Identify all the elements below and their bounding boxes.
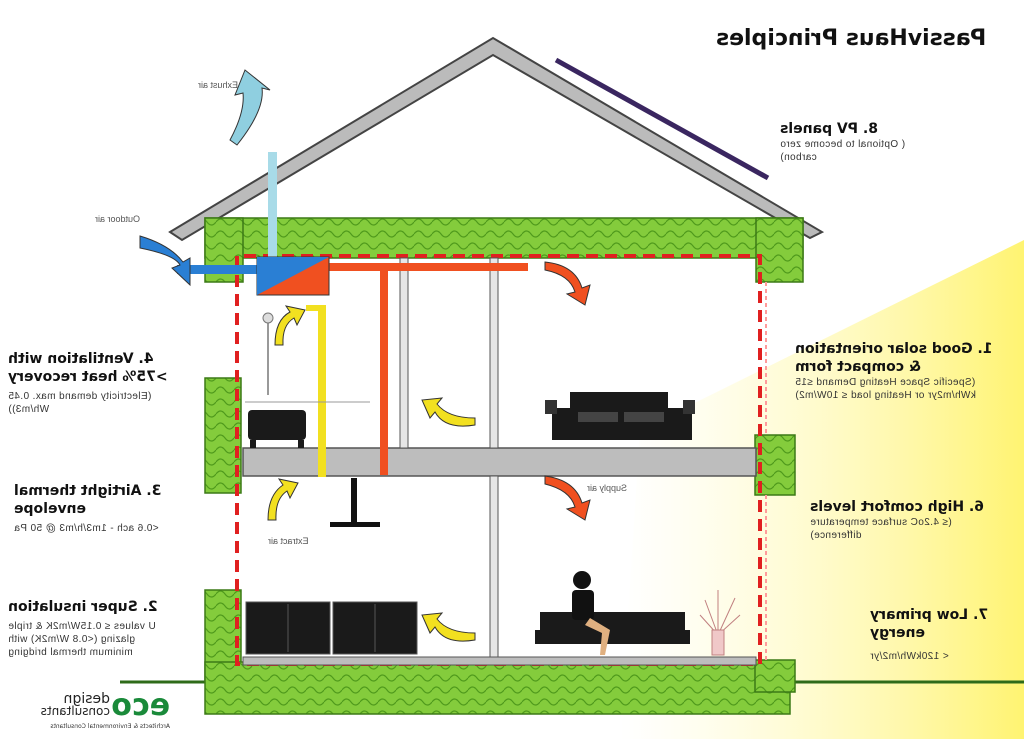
exhaust-air-label: Exhust air [198, 80, 239, 90]
principle-6: 6. High comfort levels (≤ 4.2oC surface … [810, 498, 1000, 542]
interior-columns [399, 257, 499, 658]
logo-eco: eco [111, 688, 170, 723]
bed [545, 392, 695, 440]
intake-duct [177, 265, 257, 274]
first-floor-slab [242, 447, 757, 477]
airflow-arrows [139, 69, 591, 642]
bathtub [245, 312, 370, 448]
principle-1-heading: 1. Good solar orientation & compact form [795, 341, 993, 375]
principle-3: 3. Airtight thermal envelope <0.6 ach - … [14, 482, 179, 535]
insulation-envelope [204, 217, 804, 715]
outdoor-air-label: Outdoor air [95, 214, 141, 224]
principle-2-detail: U values ≤ 0.15W/m2K & triple glazing (<… [8, 621, 156, 658]
principle-3-heading: 3. Airtight thermal envelope [14, 483, 162, 517]
principle-4-heading: 4. Ventilation with >75% heat recovery [8, 351, 168, 385]
principle-1-detail: (Specific Space Heating Demand ≤15 kWh/m… [795, 377, 976, 401]
principle-8-detail: ( Optional to become zero carbon) [780, 139, 906, 163]
principle-4-detail: (Electricity demand max. 0.45 Wh/m3)) [8, 391, 152, 415]
extract-air-label: Extract air [268, 536, 309, 546]
principle-8-heading: 8. PV panels [780, 121, 878, 137]
principle-1: 1. Good solar orientation & compact form… [795, 340, 995, 402]
principle-7-detail: < 120kWh/m2/yr [870, 651, 949, 662]
principle-3-detail: <0.6 ach - 1m3/h/m3 @ 50 Pa [14, 523, 159, 534]
roof [168, 36, 825, 242]
page-title: PassivHaus Principles [716, 26, 987, 51]
principle-8: 8. PV panels ( Optional to become zero c… [780, 120, 910, 164]
ground-floor-slab [242, 656, 757, 666]
exhaust-duct [268, 152, 277, 257]
principle-6-detail: (≤ 4.2oC surface temperature difference) [810, 517, 952, 541]
sun-rays [620, 240, 1024, 739]
kitchen-units [245, 601, 418, 655]
principle-2: 2. Super insulation U values ≤ 0.15W/m2K… [8, 598, 178, 659]
desk-lamp [330, 478, 380, 527]
principle-7-heading: 7. Low primary energy [870, 607, 989, 641]
eco-design-logo: eco design consultants Architects & Envi… [20, 688, 170, 730]
principle-7: 7. Low primary energy < 120kWh/m2/yr [870, 606, 1010, 663]
plant [699, 590, 741, 656]
logo-tagline: Architects & Environmental Consultants [50, 723, 170, 730]
airtight-line [235, 254, 762, 666]
sofa-with-person [535, 571, 690, 655]
extract-duct [306, 305, 326, 477]
supply-air-label: Supply air [587, 483, 628, 493]
supply-duct [328, 263, 528, 475]
principle-2-heading: 2. Super insulation [8, 599, 158, 615]
heat-recovery-unit [256, 256, 330, 296]
logo-consultants: consultants [40, 704, 110, 718]
pv-panel [554, 57, 770, 181]
principle-4: 4. Ventilation with >75% heat recovery (… [8, 350, 173, 416]
principle-6-heading: 6. High comfort levels [810, 499, 985, 515]
